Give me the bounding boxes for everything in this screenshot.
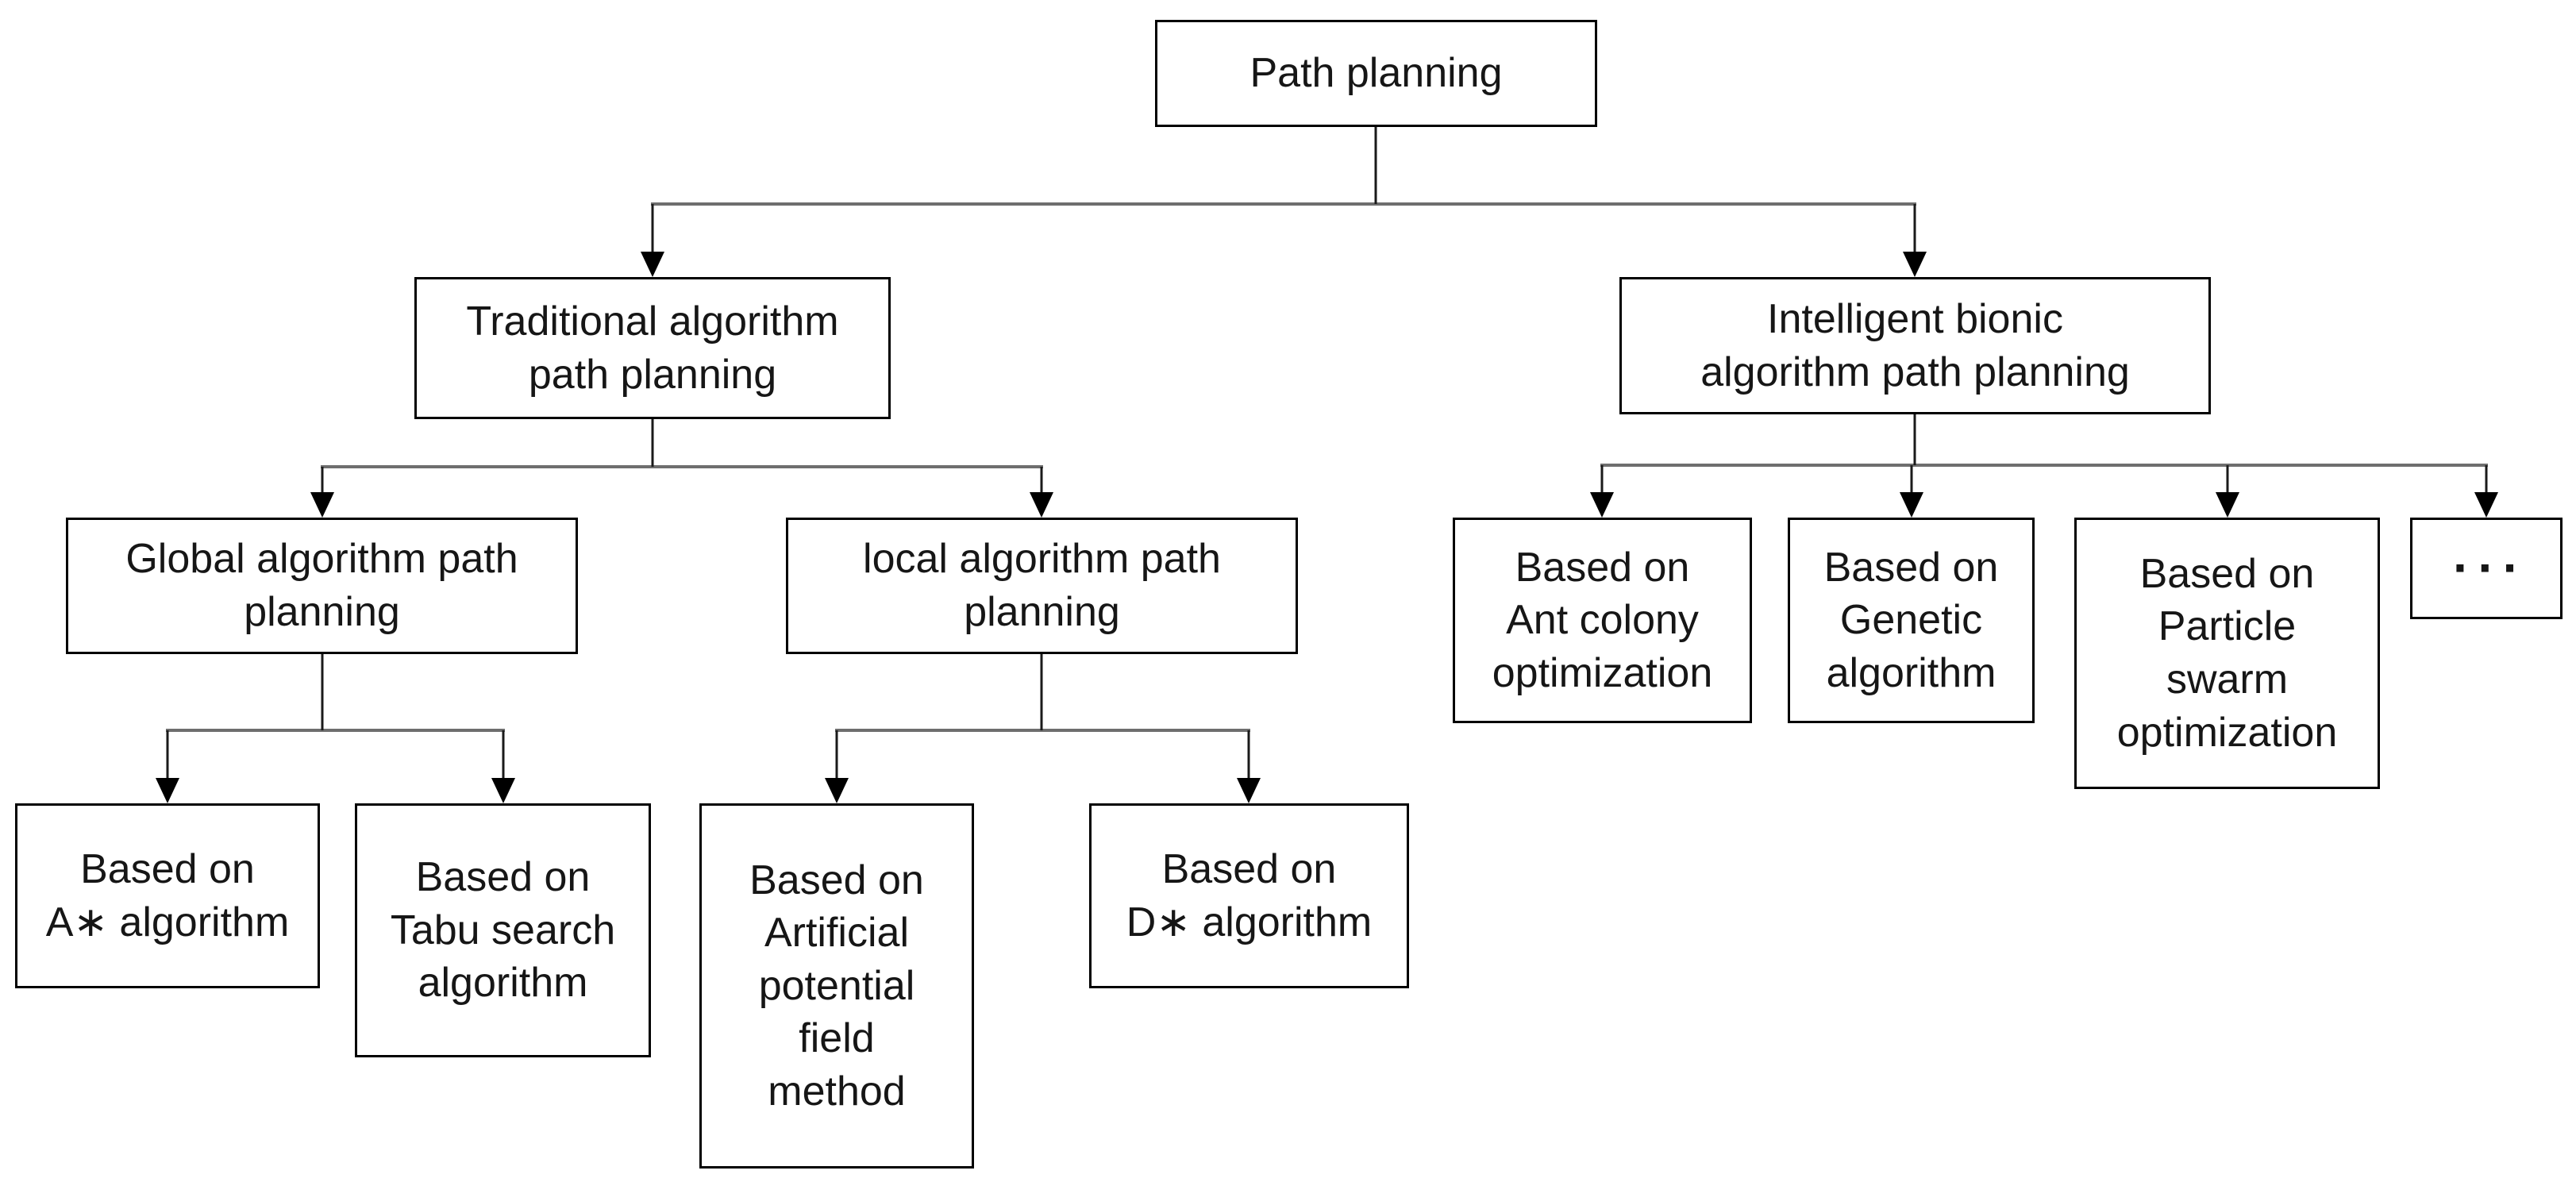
node-label: Based on D∗ algorithm — [1126, 845, 1373, 945]
node-label: Intelligent bionic algorithm path planni… — [1700, 295, 2130, 395]
node-global-algorithm: Global algorithm path planning — [66, 518, 578, 654]
arrowhead-down-icon — [641, 252, 1927, 277]
node-label: local algorithm path planning — [863, 536, 1221, 635]
connector-vertical-lines — [1600, 414, 2488, 495]
node-d-star-algorithm: Based on D∗ algorithm — [1089, 803, 1409, 988]
node-label: Path planning — [1249, 50, 1503, 97]
arrowhead-down-icon — [310, 492, 1053, 518]
node-label: Based on Tabu search algorithm — [390, 854, 616, 1007]
node-label: Based on Genetic algorithm — [1823, 544, 1999, 696]
node-traditional-algorithm: Traditional algorithm path planning — [414, 277, 891, 419]
connector-vertical-lines — [835, 654, 1250, 781]
ellipsis-label: ··· — [2453, 539, 2528, 597]
node-intelligent-bionic-algorithm: Intelligent bionic algorithm path planni… — [1619, 277, 2211, 414]
node-label: Based on Artificial potential field meth… — [749, 857, 924, 1115]
node-genetic-algorithm: Based on Genetic algorithm — [1788, 518, 2035, 723]
connector-vertical-lines — [321, 419, 1043, 495]
arrowhead-down-icon — [825, 778, 1261, 803]
node-label: Based on A∗ algorithm — [45, 845, 290, 945]
node-label: Based on Ant colony optimization — [1492, 544, 1713, 696]
node-path-planning: Path planning — [1155, 20, 1597, 127]
node-tabu-search-algorithm: Based on Tabu search algorithm — [355, 803, 651, 1057]
node-label: Based on Particle swarm optimization — [2116, 550, 2338, 756]
node-particle-swarm-optimization: Based on Particle swarm optimization — [2074, 518, 2380, 789]
connector-traditional-to-children — [310, 419, 1053, 518]
arrowhead-down-icon — [156, 778, 515, 803]
node-label: Global algorithm path planning — [125, 536, 518, 635]
connector-vertical-lines — [651, 127, 1916, 254]
node-more-ellipsis: ··· — [2410, 518, 2563, 619]
node-a-star-algorithm: Based on A∗ algorithm — [15, 803, 320, 988]
connector-local-to-children — [825, 654, 1261, 803]
node-local-algorithm: local algorithm path planning — [786, 518, 1298, 654]
connector-vertical-lines — [166, 654, 505, 781]
node-artificial-potential-field: Based on Artificial potential field meth… — [699, 803, 974, 1169]
node-ant-colony-optimization: Based on Ant colony optimization — [1453, 518, 1752, 723]
connector-root-to-level2 — [641, 127, 1927, 277]
connector-intelligent-to-children — [1590, 414, 2498, 518]
arrowhead-down-icon — [1590, 492, 2498, 518]
node-label: Traditional algorithm path planning — [466, 298, 839, 398]
connector-global-to-children — [156, 654, 515, 803]
